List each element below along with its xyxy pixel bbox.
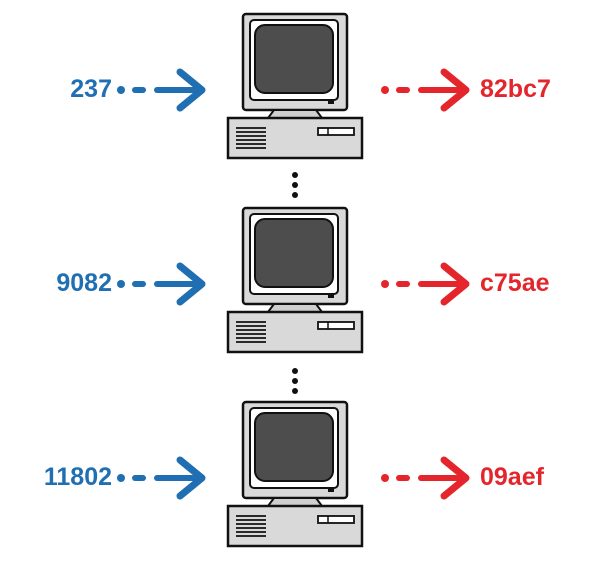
input-value: 11802	[43, 463, 112, 491]
output-value: c75ae	[480, 269, 550, 297]
vertical-ellipsis-icon	[292, 368, 298, 394]
output-arrow-icon	[381, 456, 470, 500]
computer-icon	[226, 206, 364, 354]
input-arrow-icon	[117, 456, 206, 500]
computer-row: 237	[0, 12, 600, 162]
computer-icon	[226, 12, 364, 160]
output-value: 82bc7	[480, 75, 551, 103]
input-arrow-icon	[117, 68, 206, 112]
output-arrow-icon	[381, 68, 470, 112]
output-arrow-icon	[381, 262, 470, 306]
input-value: 9082	[56, 269, 112, 297]
vertical-ellipsis-icon	[292, 172, 298, 198]
computer-row: 9082 c75ae	[0, 206, 600, 356]
computer-row: 11802 09aef	[0, 400, 600, 550]
output-value: 09aef	[480, 463, 544, 491]
computer-icon	[226, 400, 364, 548]
input-arrow-icon	[117, 262, 206, 306]
input-value: 237	[70, 75, 112, 103]
